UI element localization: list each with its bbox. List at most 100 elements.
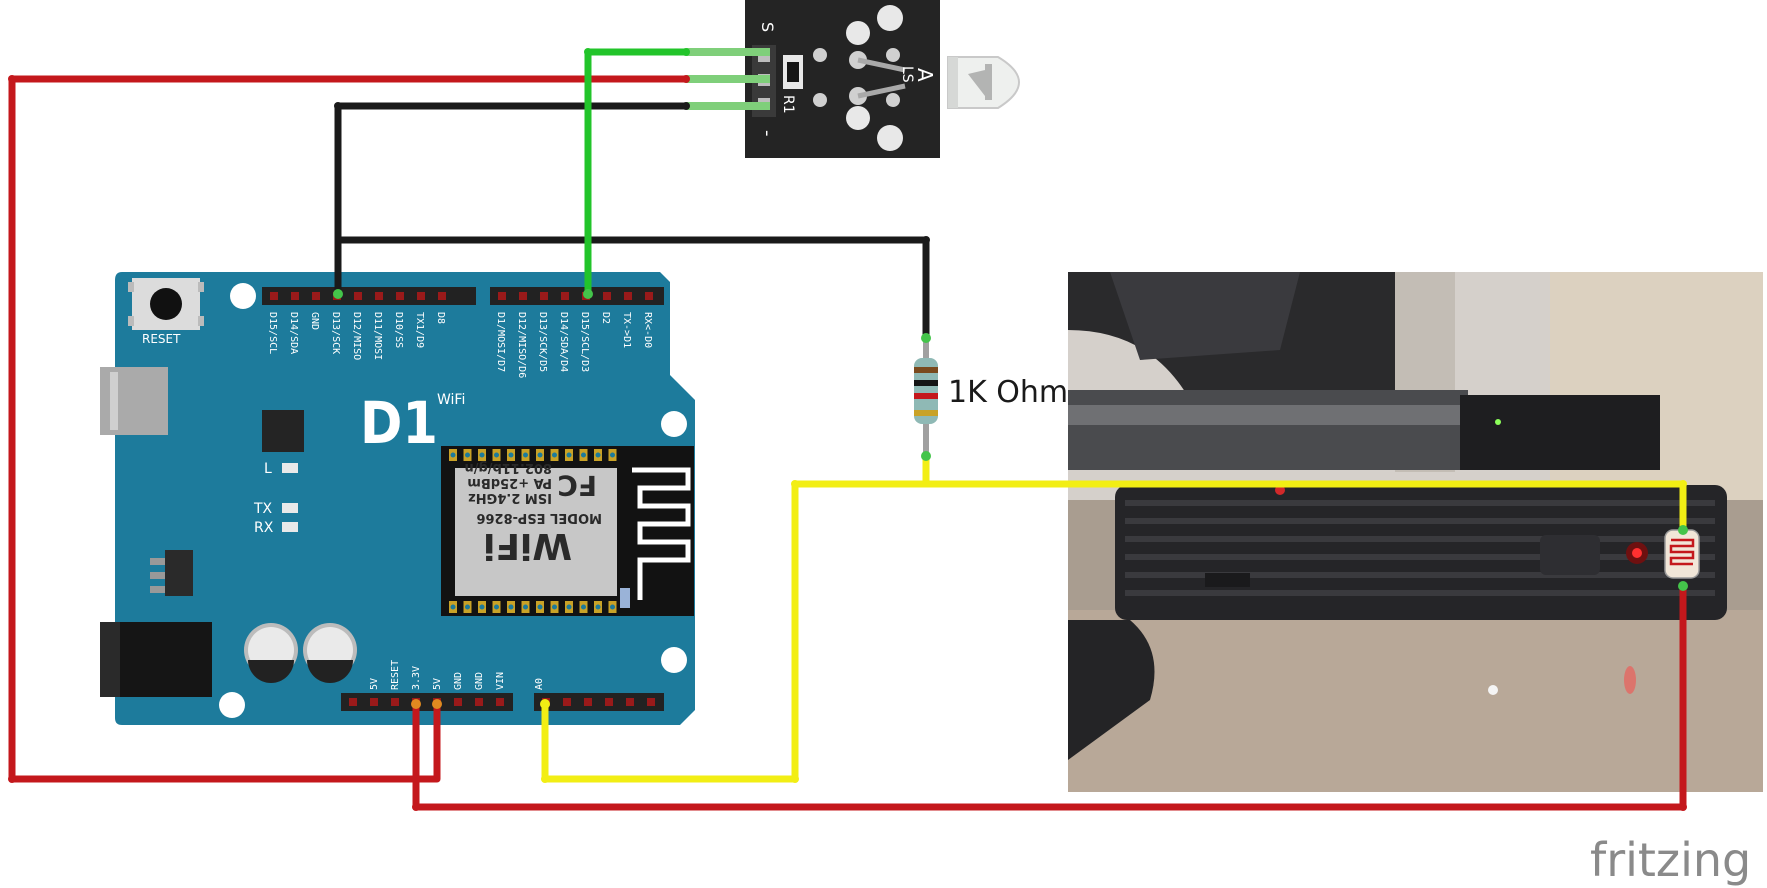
esp-pad-hole <box>479 604 485 610</box>
wire-black-gnd-laser <box>334 102 686 294</box>
photoresistor <box>1664 529 1700 579</box>
header-bottom-power-pin <box>496 698 504 706</box>
esp-power-line: PA +25dBm <box>467 475 552 490</box>
esp-pad-hole <box>566 452 572 458</box>
wemos-d1-board: RESET L TX RX D1 WiFi <box>100 272 695 725</box>
header-bottom-power-pin <box>370 698 378 706</box>
esp-pad-hole <box>610 604 615 610</box>
wire-yellow-a0-divider <box>541 480 1687 783</box>
esp-pad-hole <box>479 452 485 458</box>
led-l-label: L <box>264 461 272 477</box>
router-photo <box>1068 272 1763 792</box>
header-top-left-pin <box>396 292 404 300</box>
fritzing-brand: fritzing <box>1590 833 1751 887</box>
pin-label-a0: A0 <box>534 678 545 690</box>
esp-pad-hole <box>450 452 456 458</box>
reset-button: RESET <box>128 278 204 346</box>
pin-labels-top-right: D1/MOSI/D7 D12/MISO/D6 D13/SCK/D5 D14/SDA/D… <box>495 312 653 378</box>
led-rx-label: RX <box>254 520 274 536</box>
esp-pad-hole <box>494 452 499 458</box>
esp-pad-hole <box>450 604 456 610</box>
board-logo: D1 <box>360 389 438 457</box>
pin-label: 3.3V <box>411 666 422 690</box>
esp-pad-hole <box>566 604 572 610</box>
esp-pad-hole <box>581 604 586 610</box>
header-bottom-power-pin <box>454 698 462 706</box>
header-bottom-power-pin <box>349 698 357 706</box>
header-bottom-analog-pin <box>647 698 655 706</box>
esp-pad-hole <box>508 452 514 458</box>
pin-label: D1/MOSI/D7 <box>495 312 506 372</box>
pin-labels-bottom: 5V RESET 3.3V 5V GND GND VIN <box>369 660 506 690</box>
esp-fc-mark: FC <box>557 469 597 502</box>
pin-label: 5V <box>432 678 443 690</box>
esp-std-line: 802.11b/g/n <box>464 460 552 475</box>
header-top-left-pin <box>312 292 320 300</box>
esp-pad-hole <box>581 452 586 458</box>
pin-label: D2 <box>600 312 611 324</box>
pin-label: GND <box>453 672 464 690</box>
header-top-left <box>270 292 446 300</box>
esp-pad-hole <box>465 452 470 458</box>
header-bottom-analog-pin <box>563 698 571 706</box>
pin-label: D10/SS <box>393 312 404 348</box>
pin-label: D15/SCL/D3 <box>579 312 590 372</box>
header-top-left-pin <box>354 292 362 300</box>
pin-label: TX->D1 <box>621 312 632 348</box>
wire-red-3v3-ldr <box>412 586 1687 811</box>
header-top-left-pin <box>417 292 425 300</box>
esp-pad-hole <box>523 604 528 610</box>
header-bottom-analog-pin <box>605 698 613 706</box>
esp8266-module: WiFi FC MODEL ESP-8266 ISM 2.4GHz PA +25… <box>441 446 694 616</box>
header-top-right-pin <box>540 292 548 300</box>
esp-pad-hole <box>523 452 528 458</box>
header-top-right-pin <box>645 292 653 300</box>
header-top-left-pin <box>375 292 383 300</box>
header-top-right-pin <box>624 292 632 300</box>
esp-pad-hole <box>537 452 543 458</box>
header-top-left-pin <box>270 292 278 300</box>
wire-green-d3-laser <box>584 48 686 294</box>
esp-pad-hole <box>552 452 557 458</box>
esp-pad-hole <box>595 604 601 610</box>
pin-label: VIN <box>495 672 506 690</box>
header-bottom-analog-pin <box>584 698 592 706</box>
pin-label: RESET <box>390 660 401 690</box>
header-bottom-power-pin <box>391 698 399 706</box>
header-top-left-pin <box>291 292 299 300</box>
led-tx-label: TX <box>253 501 273 517</box>
esp-pad-hole <box>465 604 470 610</box>
pin-label: D14/SDA <box>288 312 299 354</box>
esp-brand: WiFi <box>483 525 572 566</box>
pin-label: D13/SCK <box>330 312 341 354</box>
esp-pads-top <box>449 449 617 461</box>
header-top-right-pin <box>561 292 569 300</box>
header-top-right-pin <box>498 292 506 300</box>
header-top-right-pin <box>603 292 611 300</box>
pin-label: D14/SDA/D4 <box>558 312 569 372</box>
pin-label: GND <box>309 312 320 330</box>
laser-r1-label: R1 <box>780 95 796 114</box>
esp-pad-hole <box>595 452 601 458</box>
pin-label: RX<-D0 <box>642 312 653 348</box>
header-bottom-power-pin <box>475 698 483 706</box>
laser-ls-label: LS <box>899 66 915 83</box>
pin-label: TX1/D9 <box>414 312 425 348</box>
wire-endpoints <box>8 48 1688 811</box>
header-bottom-analog-pin <box>626 698 634 706</box>
pin-label: D12/MISO/D6 <box>516 312 527 378</box>
pin-label: D15/SCL <box>267 312 278 354</box>
pin-label: 5V <box>369 678 380 690</box>
resistor-1k: 1K Ohm <box>914 338 1068 456</box>
esp-pad-hole <box>508 604 514 610</box>
board-wifi-tag: WiFi <box>437 392 465 408</box>
pin-label: D13/SCK/D5 <box>537 312 548 372</box>
pin-label: GND <box>474 672 485 690</box>
esp-pad-hole <box>494 604 499 610</box>
pin-label: D12/MISO <box>351 312 362 360</box>
laser-pin-s-label: S <box>758 22 777 32</box>
laser-pin-minus-label: - <box>757 130 778 137</box>
